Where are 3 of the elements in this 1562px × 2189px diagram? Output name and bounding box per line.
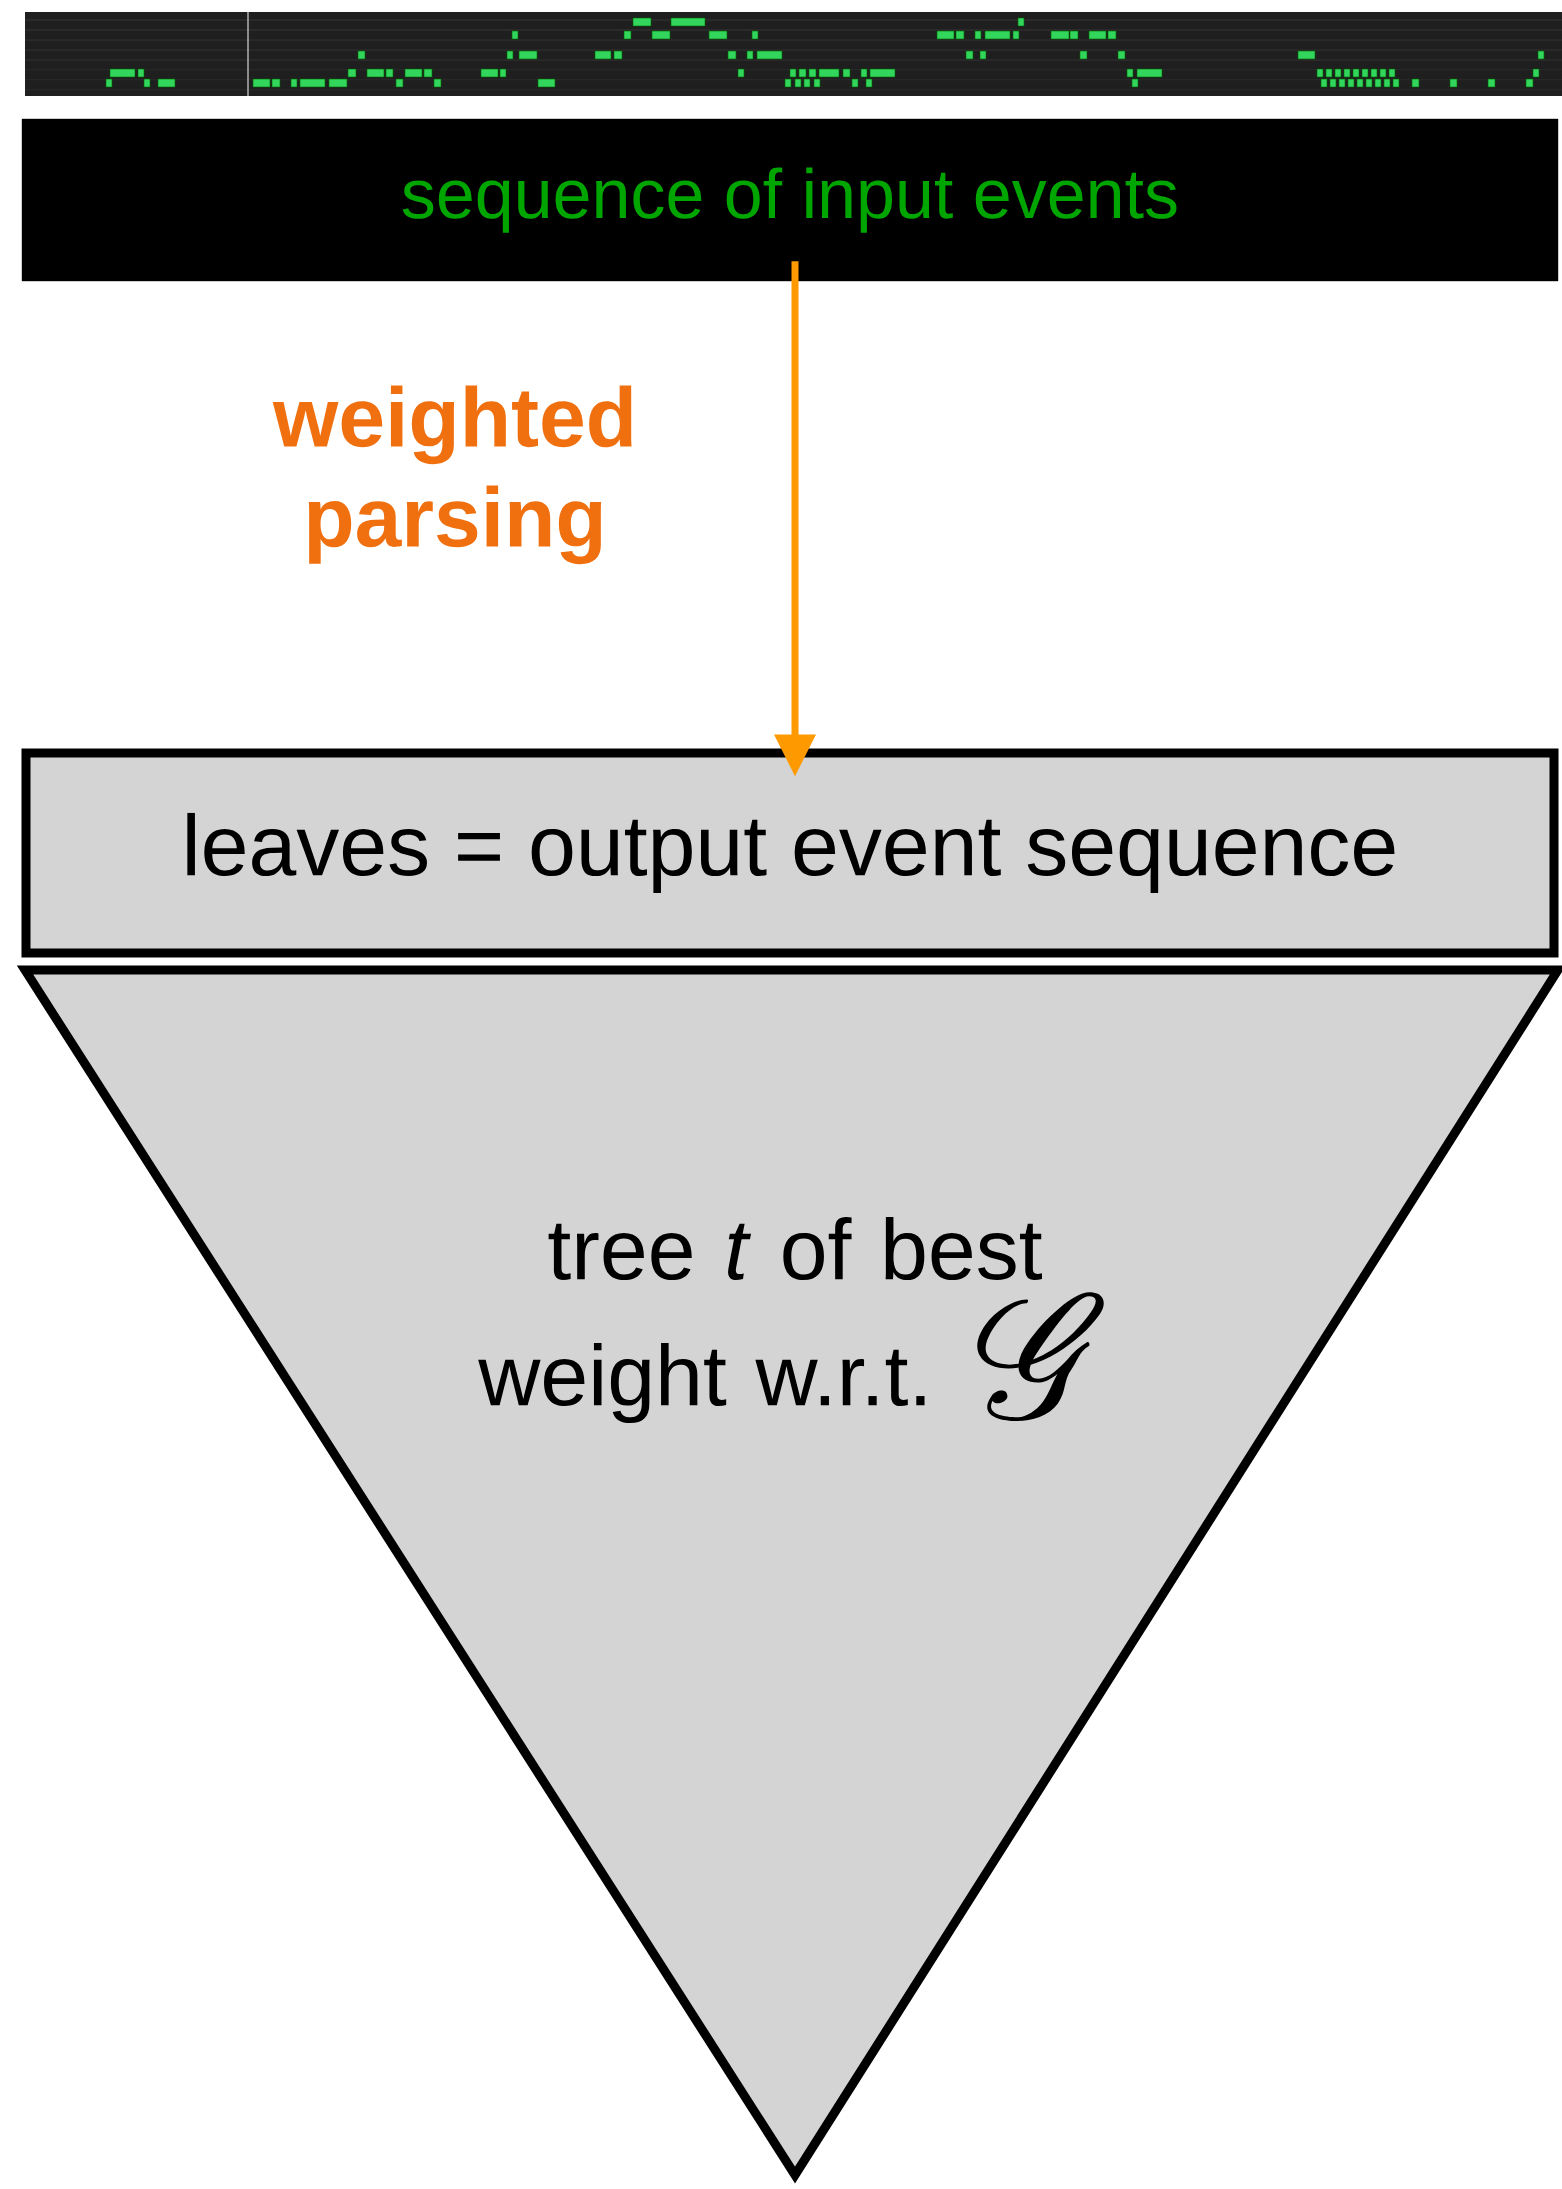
- edge-label: weighted parsing: [272, 385, 632, 565]
- leaves-box: leaves = output event sequence: [21, 748, 1559, 958]
- input-bar: sequence of input events: [21, 118, 1559, 282]
